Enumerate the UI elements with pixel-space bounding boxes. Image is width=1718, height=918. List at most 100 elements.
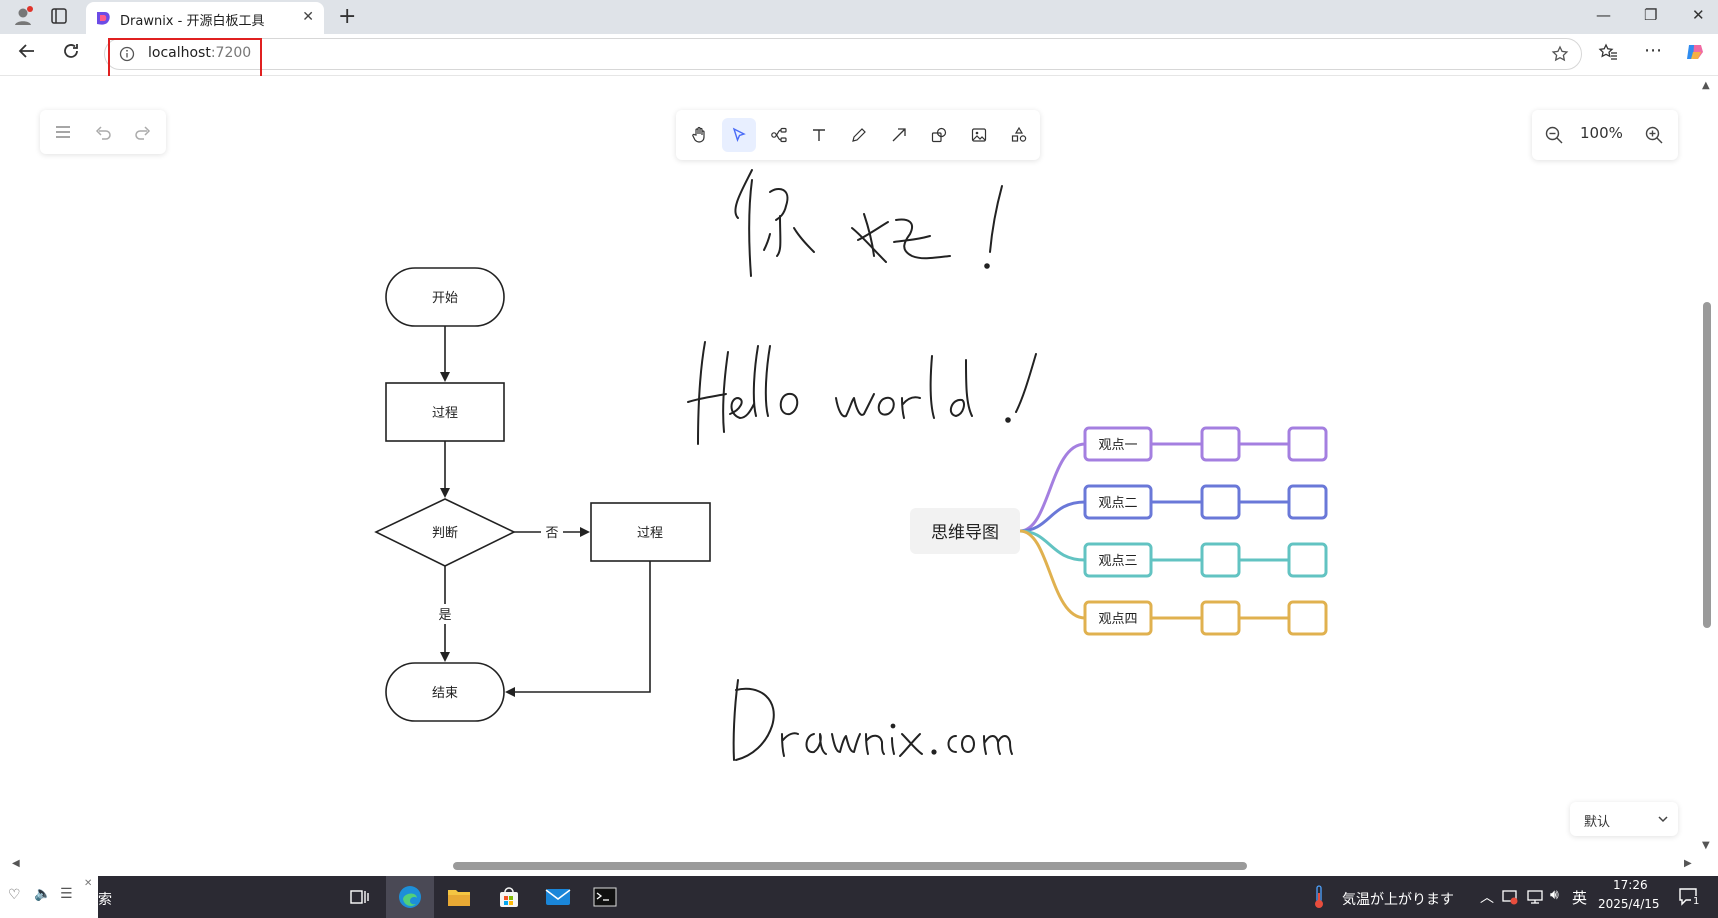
hand-tool[interactable] — [682, 118, 716, 152]
mind-root-label: 思维导图 — [931, 523, 999, 543]
horizontal-scrollbar[interactable] — [453, 862, 1247, 870]
back-icon[interactable] — [16, 40, 38, 67]
speaker-icon[interactable]: 🔊︎ — [1550, 887, 1559, 903]
handwriting-hello-world[interactable] — [687, 341, 1037, 445]
handwriting-drawnix[interactable] — [732, 679, 1013, 761]
copilot-icon[interactable] — [1684, 41, 1706, 68]
flow-process-label: 过程 — [432, 406, 458, 421]
clock-time[interactable]: 17:26 — [1613, 878, 1648, 892]
whiteboard-canvas[interactable]: 100% 默认 开始 过程 — [0, 76, 1718, 876]
edge-taskbar-button[interactable] — [386, 876, 434, 918]
widget-close-icon[interactable]: ✕ — [84, 878, 93, 889]
tray-chevron-icon[interactable]: ︿ — [1480, 890, 1494, 906]
mind-branch-node[interactable] — [1083, 542, 1153, 578]
scroll-down-icon[interactable]: ▼ — [1702, 840, 1710, 851]
address-bar: localhost:7200 ⋯ — [0, 34, 1718, 76]
zoom-in-icon[interactable] — [1644, 125, 1664, 149]
app-menu-panel — [40, 110, 166, 154]
select-tool[interactable] — [722, 118, 756, 152]
tab-title: Drawnix - 开源白板工具 — [120, 14, 265, 29]
redo-icon[interactable] — [134, 123, 152, 145]
shape-icon — [931, 127, 947, 143]
drawing-layer: 开始 过程 判断 否 过程 是 结束 — [374, 169, 1328, 761]
mind-empty-node[interactable] — [1287, 542, 1328, 578]
main-toolbar — [676, 110, 1040, 160]
menu-icon[interactable] — [54, 123, 72, 145]
flow-edge-return[interactable] — [505, 561, 651, 697]
taskbar-search[interactable]: 搜索 — [84, 892, 112, 908]
handwriting-nihao[interactable] — [734, 169, 1003, 277]
flow-start-label: 开始 — [432, 291, 458, 306]
url-port: :7200 — [210, 45, 252, 61]
terminal-icon[interactable] — [593, 887, 617, 911]
ime-indicator[interactable]: 英 — [1572, 889, 1588, 907]
thermometer-icon — [1312, 885, 1326, 913]
store-icon[interactable] — [498, 886, 520, 912]
extra-tools[interactable] — [1002, 118, 1036, 152]
tab-actions-icon[interactable] — [50, 7, 68, 30]
heart-icon[interactable]: ♡ — [8, 887, 21, 903]
restore-icon[interactable]: ❐ — [1644, 6, 1658, 24]
profile-icon[interactable] — [12, 5, 34, 32]
mail-icon[interactable] — [545, 888, 571, 910]
favorite-star-icon[interactable] — [1551, 45, 1569, 67]
clock-date[interactable]: 2025/4/15 — [1598, 897, 1660, 911]
file-explorer-icon[interactable] — [447, 887, 471, 911]
mind-branch-node[interactable] — [1083, 426, 1153, 462]
vertical-scrollbar[interactable] — [1703, 302, 1711, 628]
pen-icon — [852, 128, 866, 142]
shape-tool[interactable] — [922, 118, 956, 152]
flow-end-label: 结束 — [432, 686, 458, 701]
mind-empty-node[interactable] — [1200, 426, 1241, 462]
volume-icon[interactable]: 🔈 — [34, 886, 52, 902]
flow-process-node-2[interactable] — [590, 502, 711, 562]
mind-root-node[interactable] — [910, 508, 1020, 554]
active-tab[interactable]: Drawnix - 开源白板工具 ✕ — [86, 2, 324, 34]
new-tab-button[interactable]: + — [338, 4, 357, 29]
mind-empty-node[interactable] — [1200, 484, 1241, 520]
zoom-level[interactable]: 100% — [1580, 124, 1623, 142]
site-info-icon[interactable] — [119, 46, 135, 66]
window-close-icon[interactable]: ✕ — [1692, 6, 1705, 24]
mind-branch-link — [1019, 500, 1086, 533]
text-tool[interactable] — [802, 118, 836, 152]
mind-empty-node[interactable] — [1200, 542, 1241, 578]
tab-close-icon[interactable]: ✕ — [302, 9, 314, 25]
task-view-icon[interactable] — [350, 888, 370, 910]
url-host: localhost — [148, 45, 211, 61]
flow-process-node[interactable] — [385, 382, 505, 442]
zoom-out-icon[interactable] — [1544, 125, 1564, 149]
mind-empty-node[interactable] — [1287, 426, 1328, 462]
reload-icon[interactable] — [60, 40, 82, 67]
media-widget[interactable]: ♡ 🔈 ☰ ✕ — [0, 876, 98, 918]
arrow-icon — [892, 128, 906, 142]
pen-tool[interactable] — [842, 118, 876, 152]
mind-empty-node[interactable] — [1287, 600, 1328, 636]
minimize-icon[interactable]: — — [1596, 6, 1611, 24]
network-alert-icon[interactable] — [1501, 888, 1519, 910]
drawnix-logo-icon — [95, 10, 113, 30]
pointer-icon — [732, 127, 746, 142]
notification-icon[interactable] — [1678, 887, 1700, 911]
mind-branch-node[interactable] — [1083, 484, 1153, 520]
mind-tool[interactable] — [762, 118, 796, 152]
weather-text[interactable]: 気温が上がります — [1342, 892, 1454, 908]
more-icon[interactable]: ⋯ — [1644, 40, 1662, 61]
scroll-up-icon[interactable]: ▲ — [1702, 80, 1710, 91]
mind-branch-node[interactable] — [1083, 600, 1153, 636]
flow-end-node[interactable] — [385, 662, 505, 722]
theme-select[interactable]: 默认 — [1570, 802, 1678, 836]
url-field[interactable] — [104, 38, 1582, 70]
list-icon[interactable]: ☰ — [60, 886, 73, 902]
arrow-tool[interactable] — [882, 118, 916, 152]
favorites-icon[interactable] — [1598, 42, 1618, 67]
mind-empty-node[interactable] — [1200, 600, 1241, 636]
shapes-more-icon — [1011, 126, 1027, 142]
flow-yes-label: 是 — [438, 608, 451, 623]
undo-icon[interactable] — [94, 123, 112, 145]
scroll-right-icon[interactable]: ▶ — [1684, 858, 1692, 869]
image-tool[interactable] — [962, 118, 996, 152]
scroll-left-icon[interactable]: ◀ — [12, 858, 20, 869]
display-icon[interactable] — [1526, 888, 1544, 910]
mind-empty-node[interactable] — [1287, 484, 1328, 520]
